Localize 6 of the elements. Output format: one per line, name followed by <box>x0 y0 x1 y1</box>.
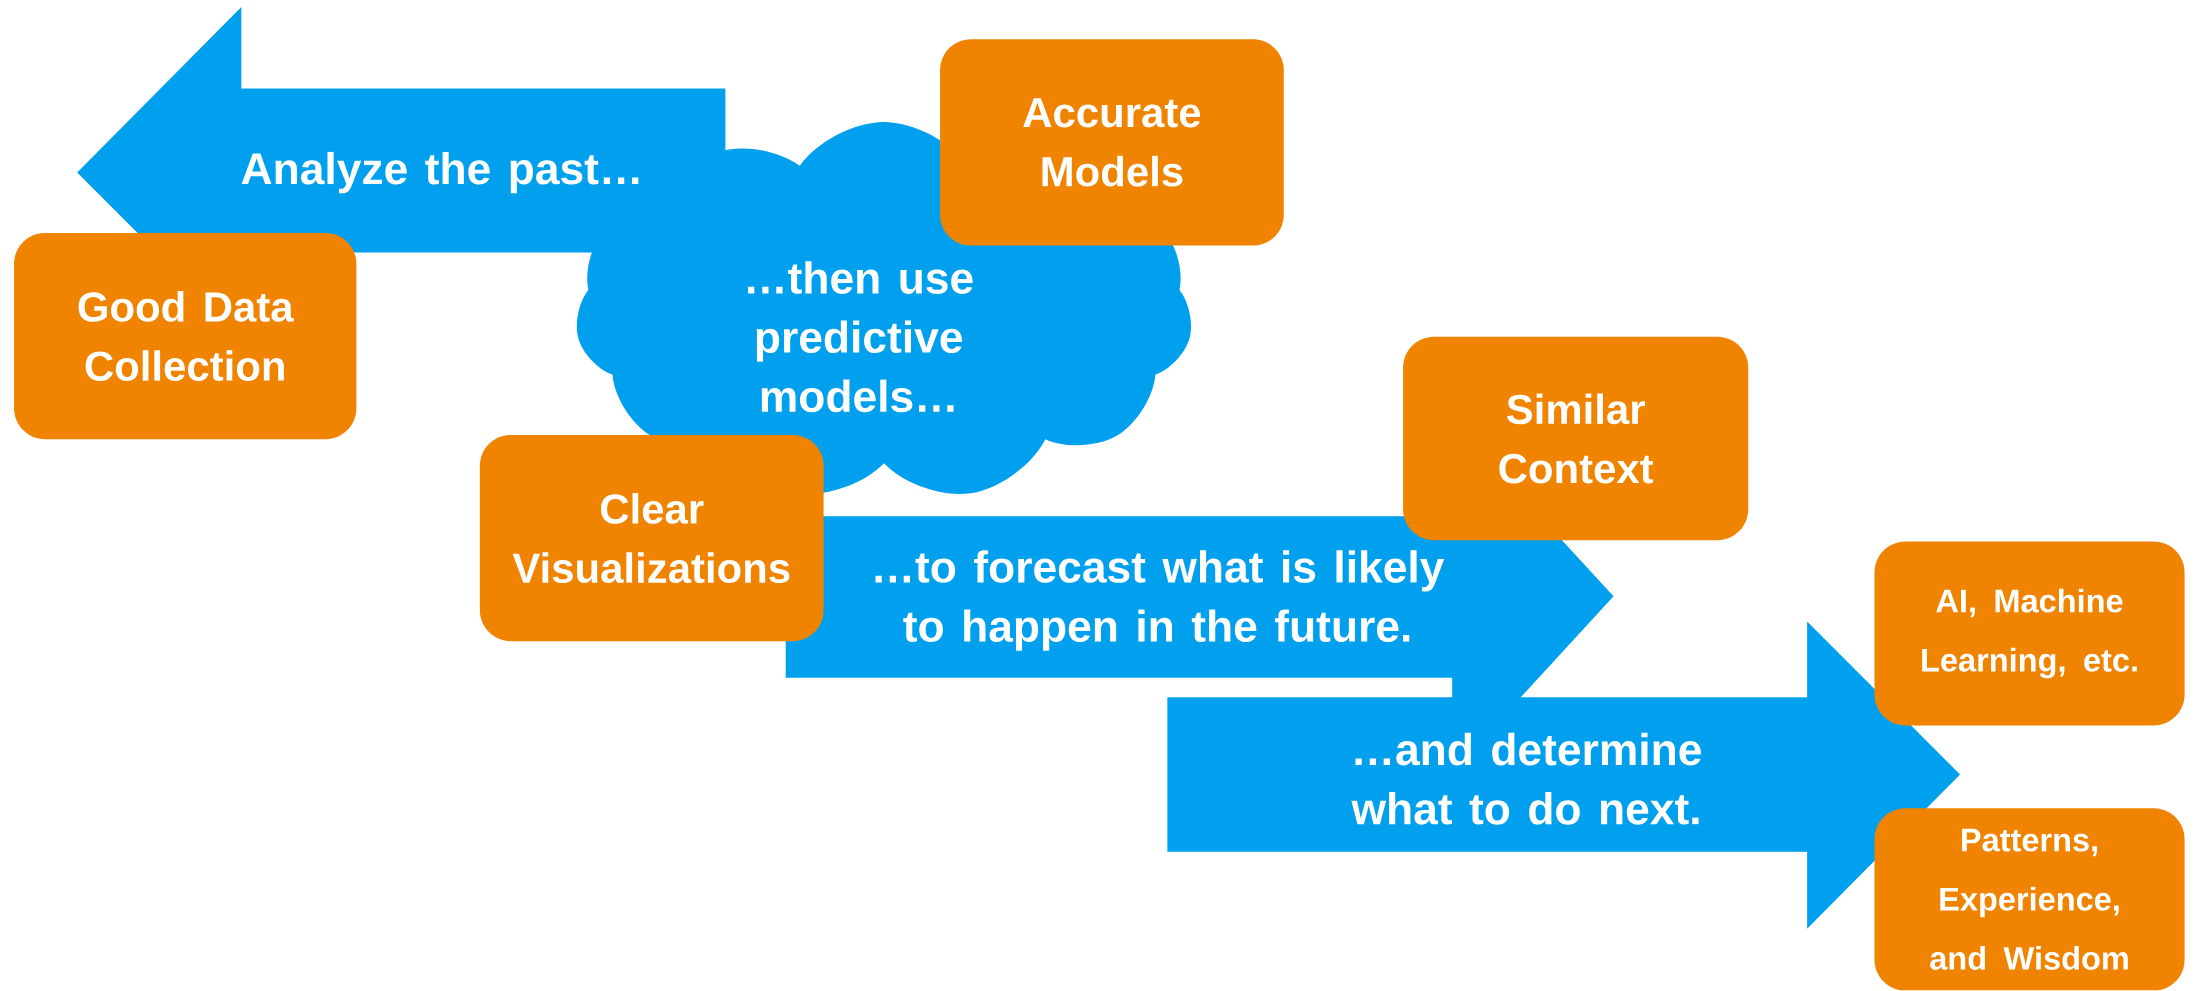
rounded-box: Good Data Collection <box>14 233 357 440</box>
rounded-box: Clear Visualizations <box>479 435 824 642</box>
rounded-box: Similar Context <box>1403 336 1749 541</box>
rounded-box: AI, Machine Learning, etc. <box>1874 541 2185 726</box>
rounded-box: Patterns, Experience, and Wisdom <box>1874 808 2185 991</box>
rounded-box: Accurate Models <box>940 39 1284 246</box>
